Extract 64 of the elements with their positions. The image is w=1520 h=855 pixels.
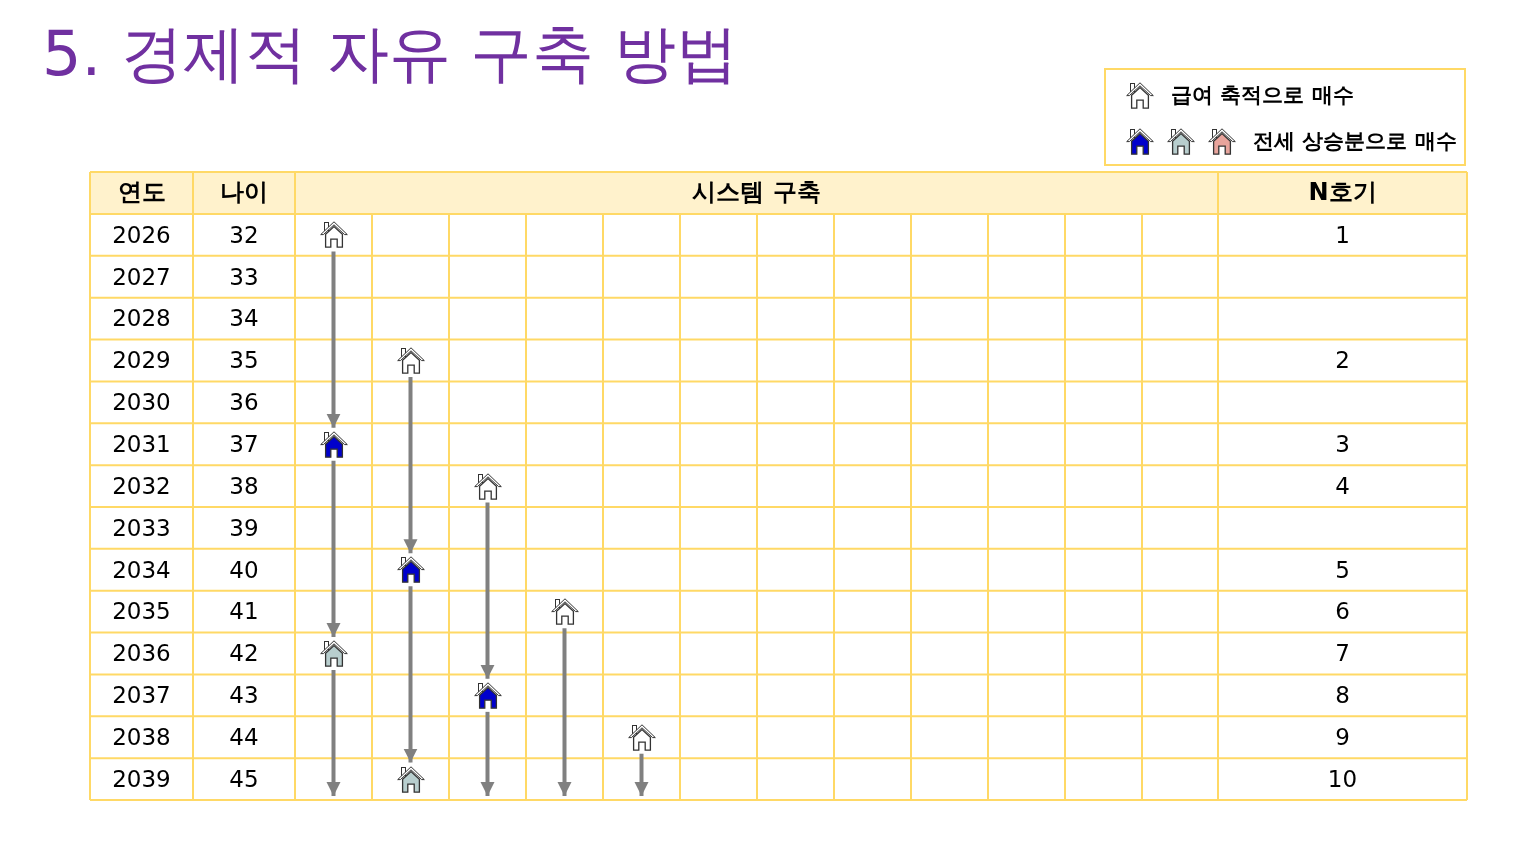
arrow: [557, 628, 572, 796]
year-text: 2030: [112, 389, 171, 416]
house-icon: [550, 598, 579, 626]
column-header: N호기: [1308, 179, 1377, 207]
column-header: 연도: [117, 179, 166, 207]
page-title: 5. 경제적 자유 구축 방법: [42, 18, 738, 90]
age-text: 39: [229, 514, 259, 542]
year-text: 2036: [112, 640, 171, 667]
arrow: [326, 670, 341, 796]
arrow: [480, 502, 495, 679]
year-text: 2031: [112, 431, 171, 458]
house-icon: [319, 430, 348, 458]
age-text: 42: [229, 640, 259, 667]
unit-number: 2: [1335, 347, 1350, 374]
unit-number: 6: [1335, 598, 1350, 625]
arrow: [326, 251, 341, 428]
age-text: 37: [229, 431, 259, 458]
year-text: 2028: [112, 305, 171, 332]
age-text: 38: [229, 472, 259, 500]
year-text: 2032: [112, 472, 171, 500]
arrow: [403, 586, 418, 763]
house-icon: [473, 681, 502, 709]
unit-number: 8: [1335, 682, 1350, 709]
house-icon: [396, 765, 425, 793]
age-text: 36: [229, 389, 259, 416]
arrow: [634, 753, 649, 796]
arrow: [403, 377, 418, 554]
age-text: 40: [229, 556, 259, 583]
year-text: 2034: [112, 556, 171, 583]
year-text: 2039: [112, 765, 171, 793]
year-text: 2038: [112, 724, 171, 751]
house-icon: [473, 472, 502, 500]
arrow: [480, 711, 495, 796]
unit-number: 3: [1335, 431, 1350, 458]
arrow: [326, 460, 341, 637]
year-text: 2037: [112, 682, 171, 709]
year-text: 2027: [112, 263, 171, 290]
age-text: 32: [229, 221, 259, 249]
year-text: 2029: [112, 347, 171, 374]
year-text: 2026: [112, 221, 171, 249]
house-icon: [396, 347, 425, 374]
unit-number: 9: [1335, 724, 1350, 751]
age-text: 44: [229, 724, 259, 751]
age-text: 41: [229, 598, 259, 625]
legend-text: 급여 축적으로 매수: [1171, 83, 1354, 108]
unit-number: 1: [1335, 221, 1350, 249]
unit-number: 4: [1335, 472, 1350, 500]
column-header: 시스템 구축: [692, 179, 821, 207]
unit-number: 7: [1335, 640, 1350, 667]
house-icon: [319, 221, 348, 249]
year-text: 2033: [112, 514, 171, 542]
unit-number: 5: [1335, 556, 1350, 583]
house-icon: [319, 640, 348, 667]
legend-text: 전세 상승분으로 매수: [1253, 129, 1457, 154]
year-text: 2035: [112, 598, 171, 625]
unit-number: 10: [1327, 765, 1358, 793]
age-text: 35: [229, 347, 259, 374]
age-text: 34: [229, 305, 259, 332]
house-icon: [396, 556, 425, 584]
age-text: 43: [229, 682, 259, 709]
age-text: 45: [229, 765, 259, 793]
house-icon: [627, 723, 656, 751]
column-header: 나이: [220, 179, 268, 207]
age-text: 33: [229, 263, 259, 290]
